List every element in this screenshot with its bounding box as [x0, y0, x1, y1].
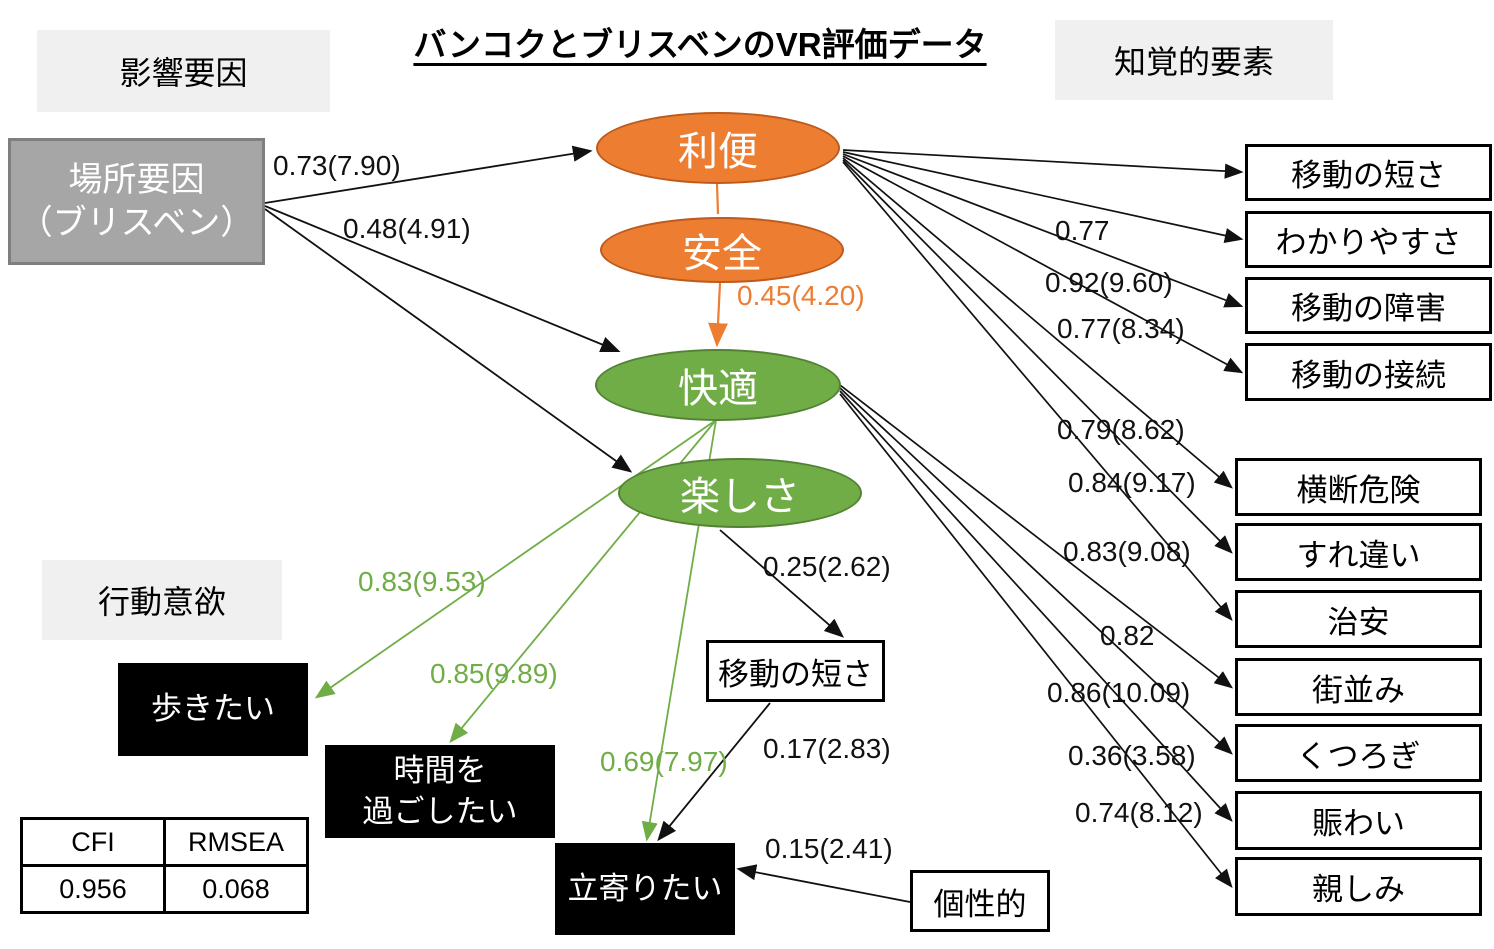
coef-conv-obstacle: 0.92(9.60) [1045, 267, 1173, 298]
coef-comfort-stop: 0.69(7.97) [600, 746, 728, 777]
node-place-factor: 場所要因 （ブリスベン） [8, 138, 265, 265]
coef-fun-travel: 0.25(2.62) [763, 551, 891, 582]
coef-conv-clarity: 0.77 [1055, 215, 1110, 246]
fit-value-rmsea: 0.068 [163, 864, 309, 914]
coef-comfort-walk: 0.83(9.53) [358, 566, 486, 597]
coef-comfort-friendly: 0.74(8.12) [1075, 797, 1203, 828]
indicator-security: 治安 [1235, 590, 1482, 648]
section-label-influence: 影響要因 [37, 30, 330, 112]
coef-conv-crossing: 0.79(8.62) [1057, 414, 1185, 445]
diagram-title: バンコクとブリスベンのVR評価データ [413, 26, 987, 63]
node-want-to-stop-by: 立寄りたい [555, 843, 735, 935]
node-want-to-walk: 歩きたい [118, 663, 308, 756]
coef-conv-connection: 0.77(8.34) [1057, 313, 1185, 344]
indicator-bustle: 賑わい [1235, 791, 1482, 850]
section-label-perceptual: 知覚的要素 [1055, 20, 1333, 100]
coef-place-to-comfort: 0.48(4.91) [343, 213, 471, 244]
coef-place-to-convenience: 0.73(7.90) [273, 150, 401, 181]
node-fun: 楽しさ [618, 458, 862, 528]
indicator-friendliness: 親しみ [1235, 857, 1482, 916]
indicator-travel-shortness: 移動の短さ [1245, 144, 1492, 201]
place-factor-line1: 場所要因 [68, 161, 205, 199]
spend-time-line2: 過ごしたい [362, 793, 518, 829]
fit-header-cfi: CFI [20, 817, 166, 867]
node-convenience: 利便 [596, 112, 840, 184]
indicator-passing: すれ違い [1235, 523, 1482, 581]
place-factor-line2: （ブリスベン） [18, 203, 255, 242]
indicator-travel-connection: 移動の接続 [1245, 343, 1492, 401]
indicator-townscape: 街並み [1235, 658, 1482, 716]
node-want-to-spend-time: 時間を 過ごしたい [325, 745, 555, 838]
node-comfort: 快適 [595, 349, 841, 421]
observed-travel-shortness: 移動の短さ [706, 640, 885, 702]
node-safety: 安全 [600, 217, 844, 283]
section-label-behavior: 行動意欲 [42, 560, 282, 640]
indicator-clarity: わかりやすさ [1245, 211, 1492, 268]
fit-table: CFI RMSEA 0.956 0.068 [20, 817, 309, 914]
coef-conv-passing: 0.84(9.17) [1068, 467, 1196, 498]
indicator-travel-obstacle: 移動の障害 [1245, 277, 1492, 334]
observed-unique: 個性的 [910, 870, 1050, 932]
coef-comfort-bustle: 0.36(3.58) [1068, 740, 1196, 771]
coef-comfort-spend: 0.85(9.89) [430, 658, 558, 689]
coef-comfort-townscape: 0.82 [1100, 620, 1155, 651]
indicator-relaxation: くつろぎ [1235, 724, 1482, 782]
spend-time-line1: 時間を [393, 753, 487, 789]
fit-value-cfi: 0.956 [20, 864, 166, 914]
coef-comfort-relax: 0.86(10.09) [1047, 677, 1191, 708]
coef-travel-stop: 0.17(2.83) [763, 733, 891, 764]
indicator-crossing-danger: 横断危険 [1235, 458, 1482, 516]
fit-header-rmsea: RMSEA [163, 817, 309, 867]
coef-unique-stop: 0.15(2.41) [765, 833, 893, 864]
coef-conv-security: 0.83(9.08) [1063, 536, 1191, 567]
coef-safety-to-comfort: 0.45(4.20) [737, 280, 865, 311]
